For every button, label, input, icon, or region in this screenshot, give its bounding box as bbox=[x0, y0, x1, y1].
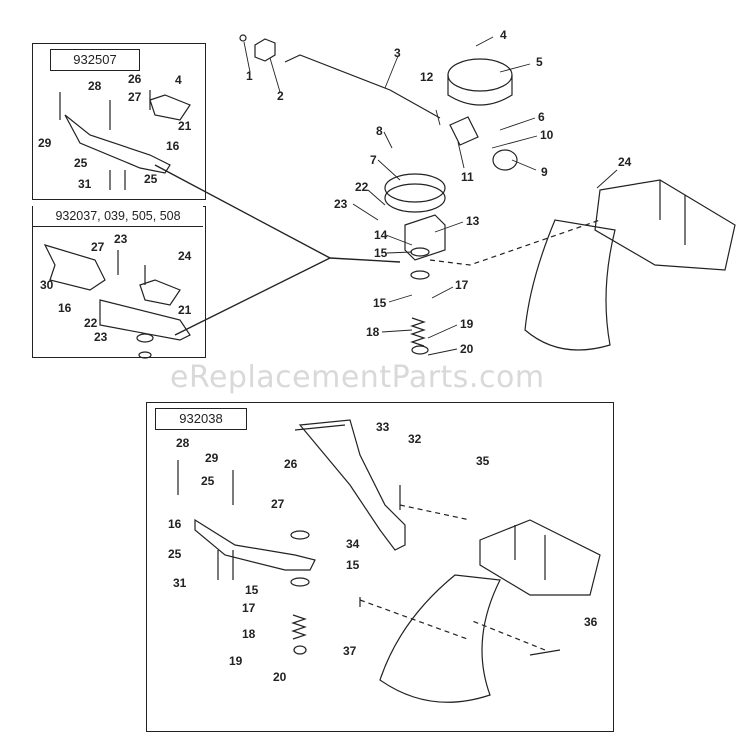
insetC-callout-16: 16 bbox=[168, 517, 182, 531]
callout-12: 12 bbox=[420, 70, 434, 84]
insetB-callout-30: 30 bbox=[40, 278, 54, 292]
insetA-callout-16: 16 bbox=[166, 139, 180, 153]
inset-932037-model-label: 932037, 039, 505, 508 bbox=[33, 206, 203, 227]
callout-14: 14 bbox=[374, 228, 388, 242]
inset-932038-model-label: 932038 bbox=[155, 408, 247, 430]
callout-23: 23 bbox=[334, 197, 348, 211]
handle-5 bbox=[447, 58, 513, 92]
callout-2: 2 bbox=[277, 89, 284, 103]
insetC-callout-34: 34 bbox=[346, 537, 360, 551]
insetA-callout-25a: 25 bbox=[74, 156, 88, 170]
insetC-callout-20: 20 bbox=[273, 670, 287, 684]
callout-18: 18 bbox=[366, 325, 380, 339]
callout-9: 9 bbox=[541, 165, 548, 179]
linkage-16b bbox=[99, 299, 191, 341]
callout-3: 3 bbox=[394, 46, 401, 60]
insetC-callout-15a: 15 bbox=[245, 583, 259, 597]
callout-10: 10 bbox=[540, 128, 554, 142]
inset-932507-model-label: 932507 bbox=[50, 49, 140, 71]
chute-lower bbox=[379, 574, 501, 703]
chute-upper bbox=[524, 219, 616, 351]
linkage-16a bbox=[64, 114, 171, 174]
callout-11: 11 bbox=[461, 170, 474, 184]
insetC-callout-32: 32 bbox=[408, 432, 422, 446]
insetC-callout-26: 26 bbox=[284, 457, 298, 471]
insetC-callout-25a: 25 bbox=[201, 474, 215, 488]
callout-19: 19 bbox=[460, 317, 474, 331]
callout-7: 7 bbox=[370, 153, 377, 167]
callout-22: 22 bbox=[355, 180, 369, 194]
insetA-callout-31: 31 bbox=[78, 177, 92, 191]
callout-15b: 15 bbox=[373, 296, 387, 310]
insetC-callout-29: 29 bbox=[205, 451, 219, 465]
callout-6: 6 bbox=[538, 110, 545, 124]
insetC-callout-19: 19 bbox=[229, 654, 243, 668]
callout-1: 1 bbox=[246, 69, 253, 83]
insetC-callout-18: 18 bbox=[242, 627, 256, 641]
insetC-callout-37: 37 bbox=[343, 644, 357, 658]
insetC-callout-17: 17 bbox=[242, 601, 256, 615]
linkage-30 bbox=[43, 244, 106, 291]
insetC-callout-33: 33 bbox=[376, 420, 390, 434]
insetB-callout-16: 16 bbox=[58, 301, 72, 315]
gear-9 bbox=[492, 149, 518, 171]
rod-3 bbox=[284, 54, 441, 119]
insetC-callout-31: 31 bbox=[173, 576, 187, 590]
spring-18c bbox=[291, 614, 307, 640]
insetC-callout-27: 27 bbox=[271, 497, 285, 511]
callout-13: 13 bbox=[466, 214, 480, 228]
insetA-callout-25b: 25 bbox=[144, 172, 158, 186]
watermark: eReplacementParts.com bbox=[170, 360, 545, 395]
bracket-13 bbox=[404, 214, 446, 261]
insetC-callout-36: 36 bbox=[584, 615, 598, 629]
inset-932507 bbox=[32, 43, 206, 200]
insetC-callout-15b: 15 bbox=[346, 558, 360, 572]
insetA-callout-21: 21 bbox=[178, 119, 192, 133]
callout-20: 20 bbox=[460, 342, 474, 356]
insetC-callout-35: 35 bbox=[476, 454, 490, 468]
inset-932037-group bbox=[32, 206, 206, 358]
insetA-callout-26: 26 bbox=[128, 72, 142, 86]
callout-5: 5 bbox=[536, 55, 543, 69]
insetB-callout-23b: 23 bbox=[94, 330, 108, 344]
insetC-callout-25b: 25 bbox=[168, 547, 182, 561]
linkage-16c bbox=[194, 518, 316, 571]
insetB-callout-23a: 23 bbox=[114, 232, 128, 246]
insetA-callout-29: 29 bbox=[38, 136, 52, 150]
insetA-callout-4: 4 bbox=[175, 73, 182, 87]
callout-24: 24 bbox=[618, 155, 632, 169]
gear-7 bbox=[384, 173, 446, 203]
callout-15a: 15 bbox=[374, 246, 388, 260]
callout-8: 8 bbox=[376, 124, 383, 138]
knob-2 bbox=[254, 38, 276, 62]
lever-32 bbox=[298, 419, 406, 551]
insetB-callout-24: 24 bbox=[178, 249, 192, 263]
callout-17: 17 bbox=[455, 278, 469, 292]
insetB-callout-21: 21 bbox=[178, 303, 192, 317]
inset-932038 bbox=[146, 402, 614, 732]
insetA-callout-28: 28 bbox=[88, 79, 102, 93]
insetA-callout-27: 27 bbox=[128, 90, 142, 104]
insetB-callout-22: 22 bbox=[84, 316, 98, 330]
callout-4: 4 bbox=[500, 28, 507, 42]
insetC-callout-28: 28 bbox=[176, 436, 190, 450]
spring-18 bbox=[410, 317, 426, 347]
insetB-callout-27: 27 bbox=[91, 240, 105, 254]
